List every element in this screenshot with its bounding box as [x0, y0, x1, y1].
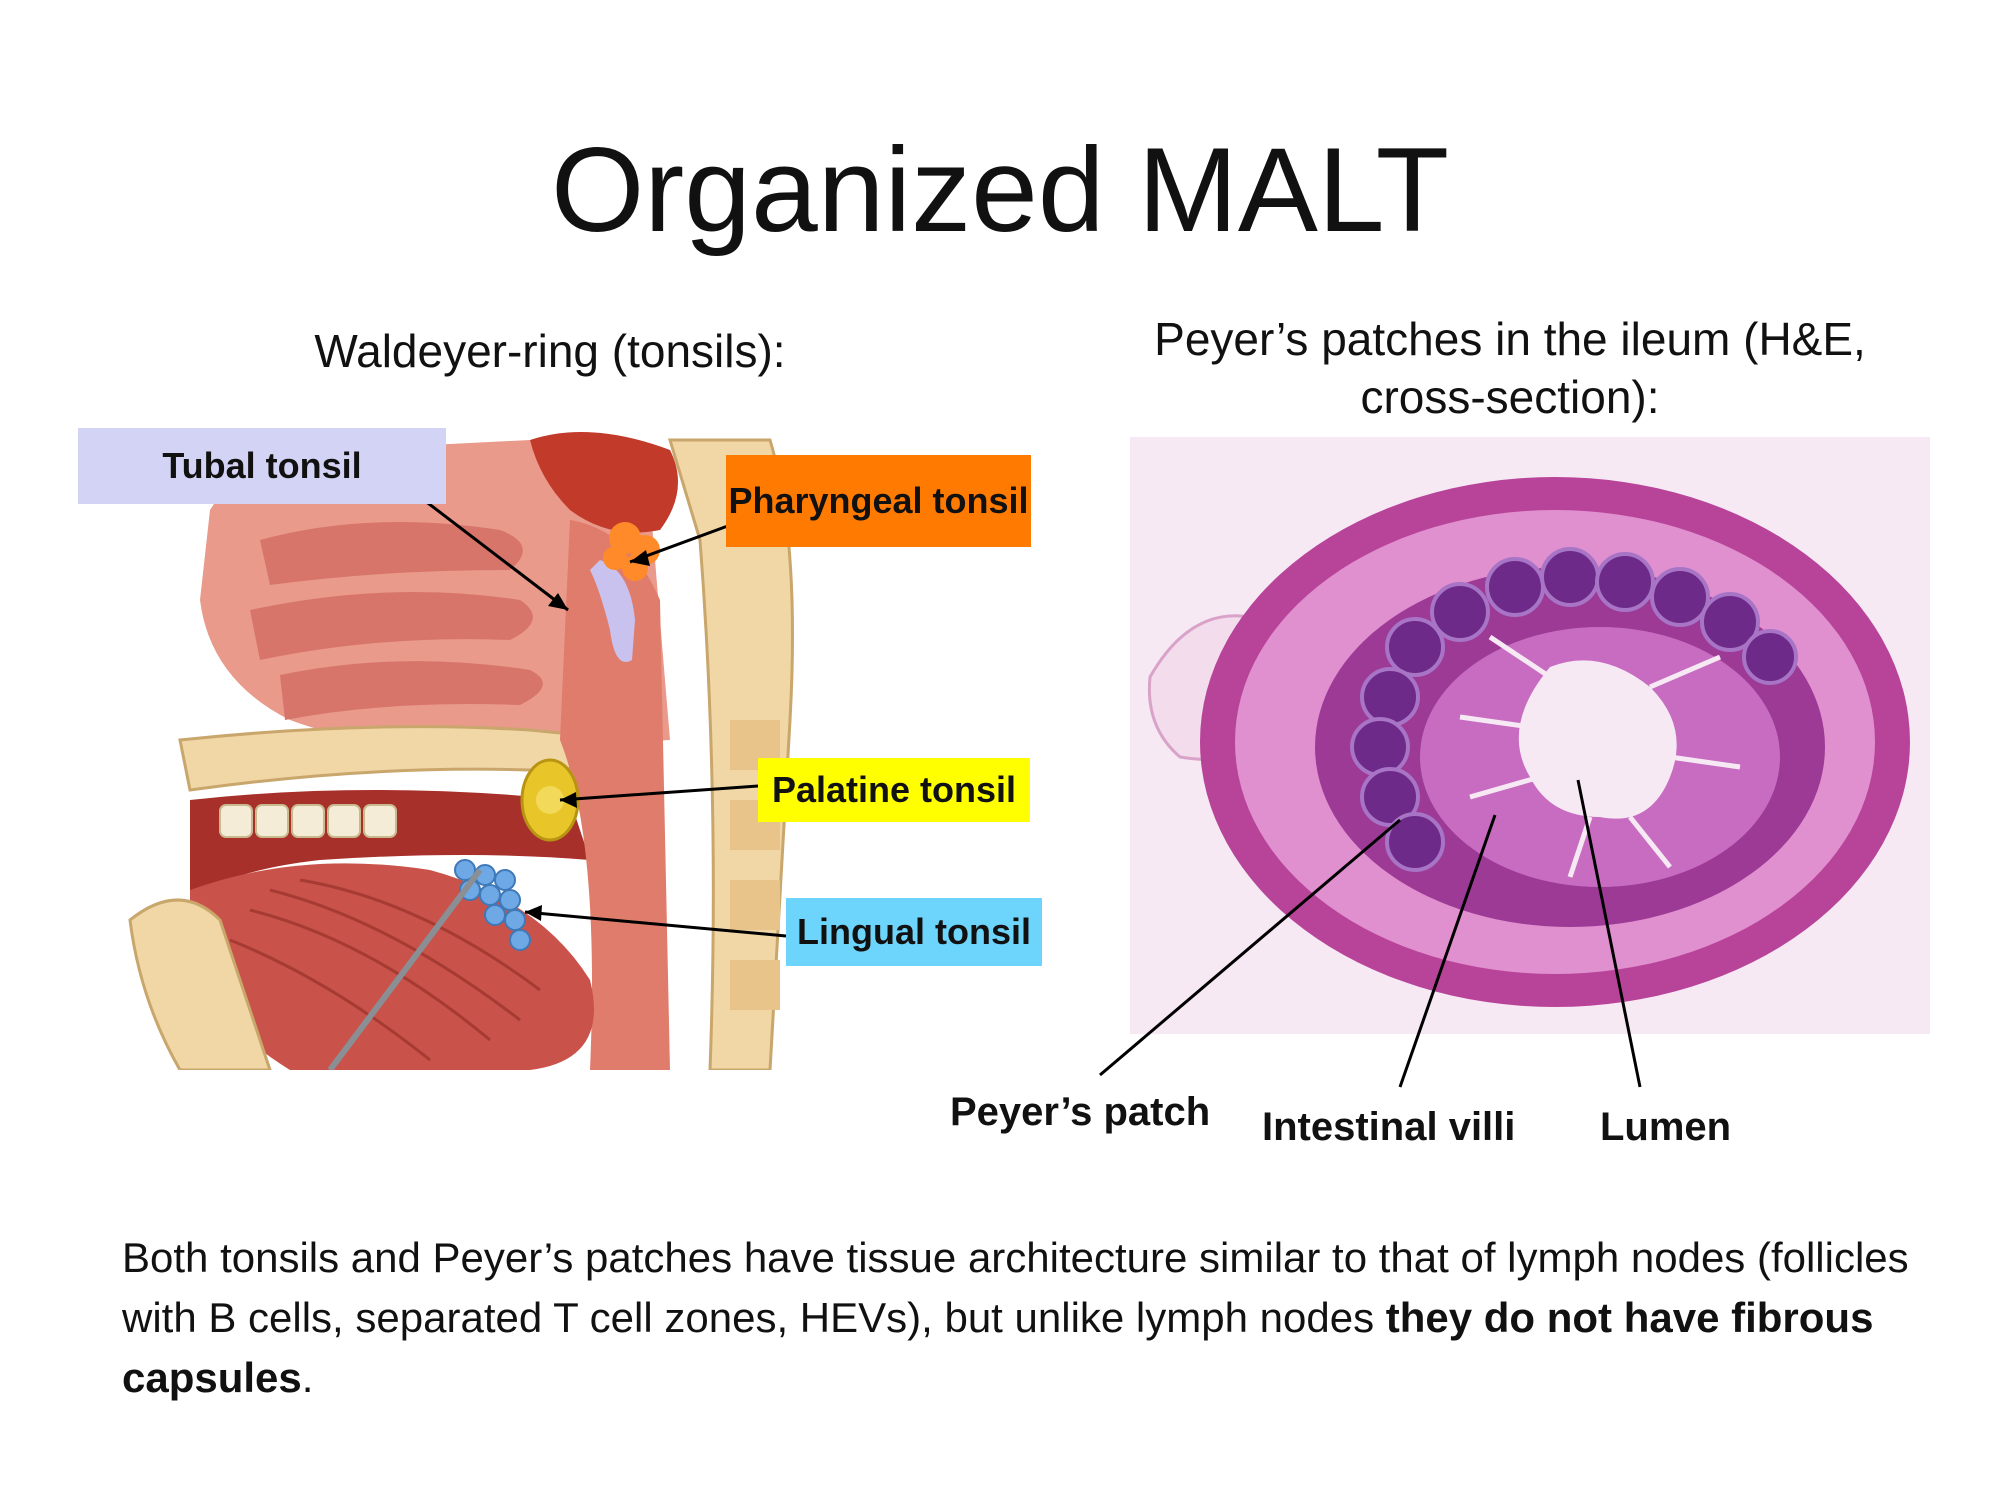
intestinal-villi-label: Intestinal villi	[1262, 1105, 1516, 1149]
tubal-leader-line	[419, 495, 569, 612]
villi-leader-line	[1398, 814, 1497, 1088]
summary-period: .	[301, 1354, 314, 1401]
pharyngeal-tonsil-label: Pharyngeal tonsil	[726, 455, 1031, 547]
lingual-arrowhead	[525, 905, 542, 921]
tubal-tonsil-label: Tubal tonsil	[78, 428, 446, 504]
lingual-leader-line	[524, 910, 787, 938]
palatine-arrowhead	[560, 792, 577, 808]
palatine-tonsil-label: Palatine tonsil	[758, 758, 1030, 822]
peyer-leader-line	[1099, 818, 1401, 1077]
peyers-caption: Peyer’s patches in the ileum (H&E, cross…	[1154, 313, 1866, 423]
summary-paragraph: Both tonsils and Peyer’s patches have ti…	[122, 1228, 1922, 1408]
tubal-arrowhead	[548, 593, 568, 610]
summary-text: Both tonsils and Peyer’s patches have ti…	[122, 1234, 1909, 1341]
lumen-label: Lumen	[1600, 1105, 1732, 1149]
lumen-leader-line	[1576, 779, 1642, 1088]
pharyngeal-leader-line	[629, 518, 745, 564]
summary-emphasis: they do not have fibrous capsules	[122, 1294, 1874, 1401]
palatine-leader-line	[559, 784, 759, 802]
peyers-patch-label: Peyer’s patch	[950, 1090, 1211, 1134]
slide-title: Organized MALT	[550, 123, 1450, 257]
tonsils-caption: Waldeyer-ring (tonsils):	[314, 325, 786, 377]
lingual-tonsil-label: Lingual tonsil	[786, 898, 1042, 966]
pharyngeal-arrowhead	[630, 550, 650, 566]
